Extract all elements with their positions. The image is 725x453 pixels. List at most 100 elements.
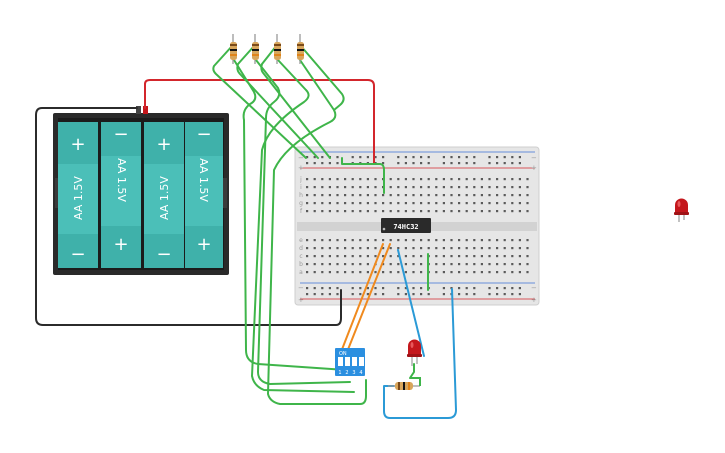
breadboard-hole[interactable] [328, 194, 331, 197]
wire-green[interactable] [267, 59, 367, 405]
breadboard-hole[interactable] [435, 202, 438, 205]
breadboard-hole[interactable] [465, 271, 468, 274]
dip-switch-toggle-1[interactable] [338, 357, 343, 366]
breadboard-hole[interactable] [306, 178, 309, 181]
breadboard-hole[interactable] [313, 194, 316, 197]
breadboard-hole[interactable] [351, 287, 354, 290]
breadboard-hole[interactable] [473, 247, 476, 250]
breadboard-hole[interactable] [412, 263, 415, 266]
breadboard-hole[interactable] [427, 247, 430, 250]
breadboard-hole[interactable] [465, 162, 468, 165]
breadboard-hole[interactable] [404, 162, 407, 165]
wire-green[interactable] [341, 157, 385, 194]
breadboard-hole[interactable] [518, 210, 521, 213]
breadboard-hole[interactable] [306, 194, 309, 197]
ic-chip-74hc32[interactable]: 74HC32 [381, 218, 431, 233]
breadboard-hole[interactable] [412, 178, 415, 181]
resistor[interactable] [252, 34, 259, 64]
breadboard-hole[interactable] [488, 186, 491, 189]
wire-green[interactable] [299, 44, 345, 111]
breadboard-hole[interactable] [397, 271, 400, 274]
breadboard-hole[interactable] [404, 287, 407, 290]
breadboard-hole[interactable] [351, 263, 354, 266]
breadboard-hole[interactable] [374, 271, 377, 274]
breadboard-hole[interactable] [473, 239, 476, 242]
breadboard-hole[interactable] [404, 194, 407, 197]
breadboard-hole[interactable] [344, 186, 347, 189]
wire-green[interactable] [255, 59, 351, 385]
breadboard-hole[interactable] [496, 202, 499, 205]
wire-orange[interactable] [346, 243, 391, 353]
breadboard-hole[interactable] [518, 255, 521, 258]
breadboard-hole[interactable] [359, 156, 362, 159]
breadboard-hole[interactable] [458, 186, 461, 189]
breadboard-hole[interactable] [389, 271, 392, 274]
breadboard-hole[interactable] [359, 271, 362, 274]
breadboard-hole[interactable] [359, 263, 362, 266]
breadboard-hole[interactable] [351, 202, 354, 205]
breadboard-hole[interactable] [374, 156, 377, 159]
breadboard-hole[interactable] [374, 210, 377, 213]
breadboard-hole[interactable] [435, 239, 438, 242]
breadboard-hole[interactable] [458, 162, 461, 165]
breadboard-hole[interactable] [336, 255, 339, 258]
breadboard-hole[interactable] [496, 178, 499, 181]
breadboard-hole[interactable] [321, 186, 324, 189]
breadboard-hole[interactable] [344, 263, 347, 266]
breadboard-hole[interactable] [435, 271, 438, 274]
breadboard-hole[interactable] [488, 255, 491, 258]
breadboard-hole[interactable] [351, 239, 354, 242]
breadboard-hole[interactable] [458, 287, 461, 290]
breadboard-hole[interactable] [359, 255, 362, 258]
breadboard-hole[interactable] [465, 194, 468, 197]
breadboard-hole[interactable] [435, 178, 438, 181]
breadboard-hole[interactable] [465, 239, 468, 242]
breadboard-hole[interactable] [328, 271, 331, 274]
resistors-top[interactable] [230, 34, 304, 64]
breadboard-hole[interactable] [328, 255, 331, 258]
breadboard-hole[interactable] [503, 156, 506, 159]
breadboard-hole[interactable] [412, 162, 415, 165]
breadboard-hole[interactable] [450, 178, 453, 181]
breadboard-hole[interactable] [366, 255, 369, 258]
breadboard-hole[interactable] [366, 239, 369, 242]
breadboard-hole[interactable] [503, 186, 506, 189]
breadboard-hole[interactable] [511, 162, 514, 165]
breadboard-hole[interactable] [420, 178, 423, 181]
breadboard-hole[interactable] [420, 186, 423, 189]
breadboard-hole[interactable] [480, 263, 483, 266]
breadboard-hole[interactable] [518, 287, 521, 290]
breadboard-hole[interactable] [397, 239, 400, 242]
breadboard-hole[interactable] [404, 210, 407, 213]
breadboard-hole[interactable] [313, 247, 316, 250]
breadboard-hole[interactable] [420, 210, 423, 213]
breadboard-hole[interactable] [511, 239, 514, 242]
breadboard-hole[interactable] [306, 239, 309, 242]
breadboard-hole[interactable] [404, 239, 407, 242]
breadboard-hole[interactable] [306, 271, 309, 274]
breadboard-hole[interactable] [511, 247, 514, 250]
breadboard-hole[interactable] [496, 287, 499, 290]
breadboard-hole[interactable] [435, 255, 438, 258]
breadboard-hole[interactable] [503, 202, 506, 205]
breadboard-hole[interactable] [511, 194, 514, 197]
breadboard-hole[interactable] [397, 210, 400, 213]
breadboard-hole[interactable] [321, 247, 324, 250]
breadboard-hole[interactable] [458, 210, 461, 213]
breadboard-hole[interactable] [465, 247, 468, 250]
breadboard-hole[interactable] [488, 202, 491, 205]
breadboard-hole[interactable] [488, 263, 491, 266]
breadboard-hole[interactable] [427, 239, 430, 242]
breadboard-hole[interactable] [420, 287, 423, 290]
breadboard-hole[interactable] [480, 255, 483, 258]
breadboard-hole[interactable] [344, 210, 347, 213]
breadboard-hole[interactable] [480, 271, 483, 274]
breadboard-hole[interactable] [351, 247, 354, 250]
breadboard-hole[interactable] [465, 156, 468, 159]
breadboard-hole[interactable] [450, 210, 453, 213]
breadboard-hole[interactable] [412, 186, 415, 189]
breadboard-hole[interactable] [351, 178, 354, 181]
breadboard-hole[interactable] [427, 162, 430, 165]
breadboard-hole[interactable] [321, 263, 324, 266]
